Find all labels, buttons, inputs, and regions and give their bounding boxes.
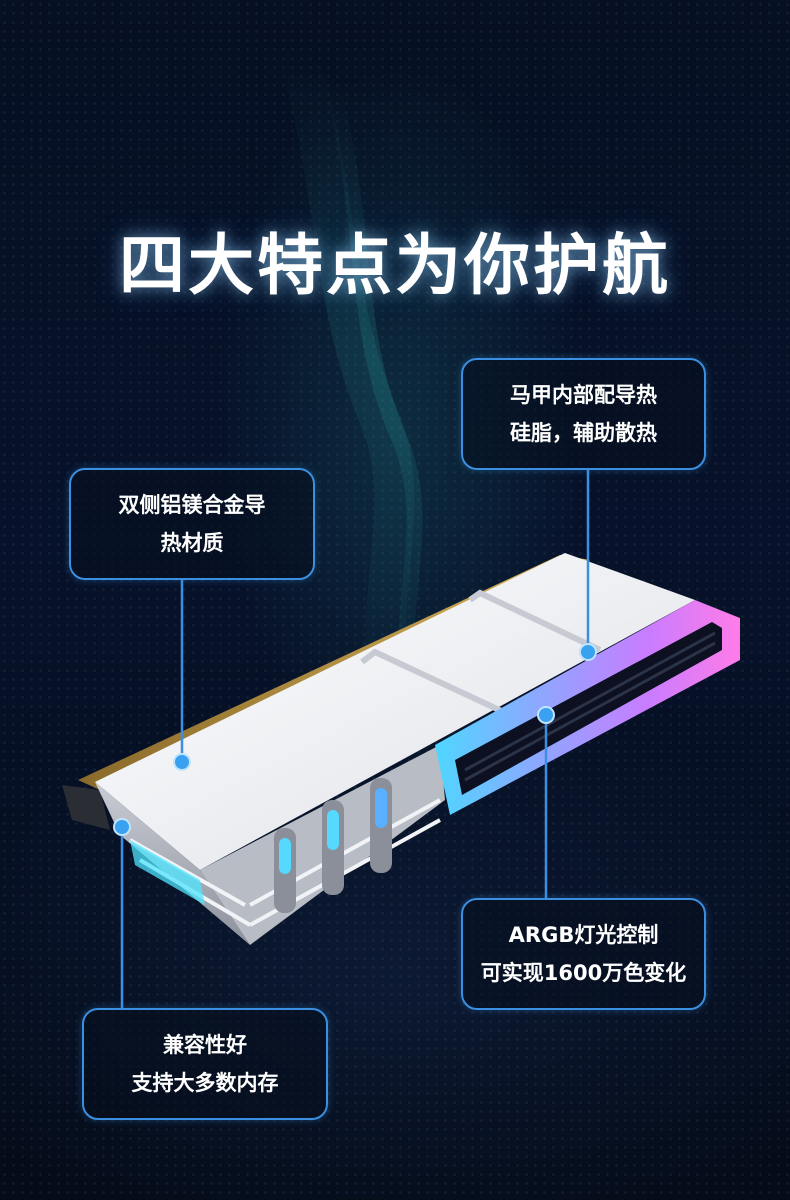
feature-line: 马甲内部配导热 [510,383,657,407]
feature-callout-thermal-paste: 马甲内部配导热 硅脂，辅助散热 [461,358,706,470]
feature-callout-heatsink-material: 双侧铝镁合金导 热材质 [69,468,315,580]
leader-dot-heatsink [173,753,191,771]
feature-callout-compatibility: 兼容性好 支持大多数内存 [82,1008,328,1120]
feature-callout-argb: ARGB灯光控制 可实现1600万色变化 [461,898,706,1010]
feature-line: 双侧铝镁合金导 [118,493,266,517]
leader-dot-argb [537,706,555,724]
feature-line: 热材质 [160,531,224,555]
feature-line: 兼容性好 [163,1033,247,1057]
pcb-board [62,785,110,830]
heatsink-top [95,553,695,870]
leader-dot-compat [113,818,131,836]
feature-line: 支持大多数内存 [131,1071,279,1095]
leader-dot-thermal [579,643,597,661]
feature-line: ARGB灯光控制 [508,923,659,947]
feature-line: 硅脂，辅助散热 [510,421,657,445]
page-headline: 四大特点为你护航 [119,227,671,304]
feature-line: 可实现1600万色变化 [480,961,687,985]
